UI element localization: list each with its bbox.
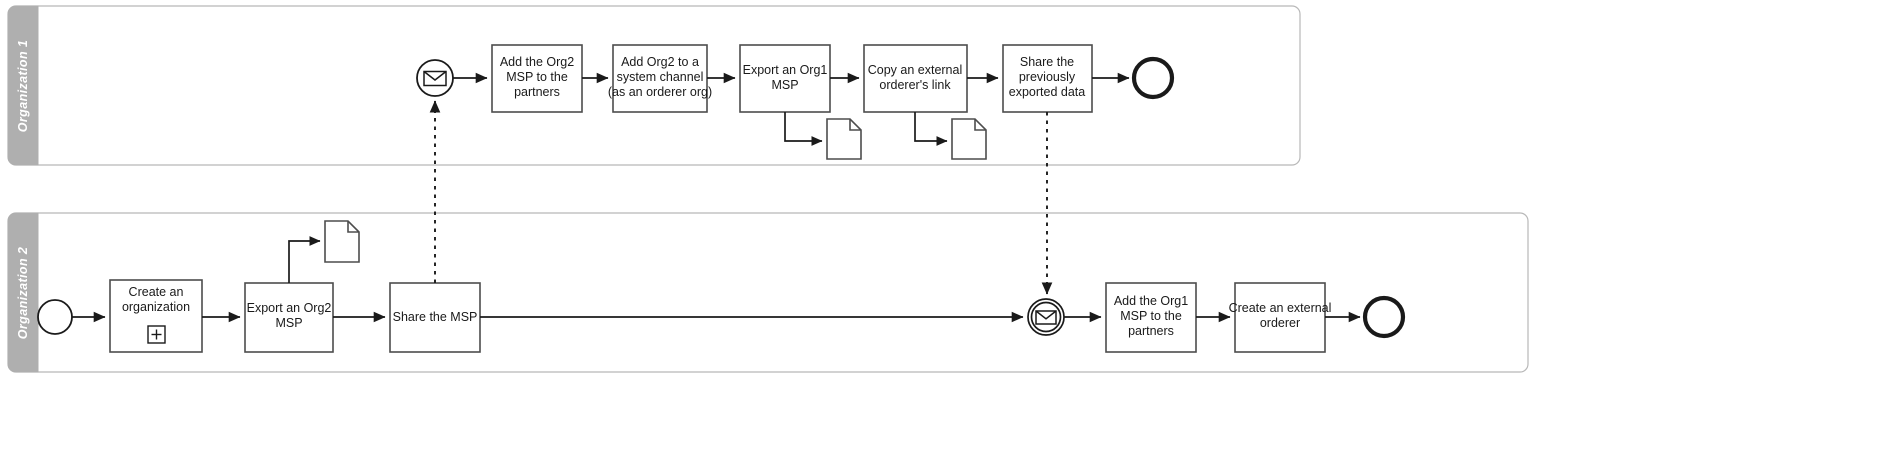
org2-end-event[interactable] (1362, 295, 1406, 339)
data-object-orderer-link[interactable] (951, 118, 987, 160)
pool-organization-2-label: Organization 2 (16, 247, 30, 339)
task-label-line: partners (1128, 324, 1174, 338)
task-label-line: exported data (1009, 85, 1085, 99)
data-object-org2-msp[interactable] (324, 220, 360, 263)
task-label-line: Share the MSP (393, 310, 478, 324)
task-label-line: Export an Org1 (743, 63, 828, 77)
envelope-flap-icon (423, 70, 447, 81)
task-add-org1-msp-to-partners[interactable]: Add the Org1 MSP to the partners (1105, 282, 1197, 353)
task-share-the-msp[interactable]: Share the MSP (389, 282, 481, 353)
envelope-flap-icon (1035, 310, 1057, 320)
task-label-line: MSP (771, 78, 798, 92)
data-association-t3-to-d1 (784, 112, 823, 146)
task-label-line: Add the Org2 (500, 55, 574, 69)
task-share-previously-exported-data-box (1002, 44, 1093, 113)
task-create-an-organization-box (109, 279, 203, 353)
task-label-line: system channel (617, 70, 704, 84)
task-label-line: Create an (129, 285, 184, 299)
task-label-line: MSP to the (1120, 309, 1182, 323)
task-export-org1-msp-box (739, 44, 831, 113)
task-label-line: MSP (275, 316, 302, 330)
org2-start-event[interactable] (37, 299, 73, 335)
end-event-circle (1131, 56, 1175, 100)
task-add-org2-msp-to-partners-box (491, 44, 583, 113)
org2-intermediate-message-catch-event[interactable] (1027, 298, 1065, 336)
task-label-line: MSP to the (506, 70, 568, 84)
task-export-org2-msp[interactable]: Export an Org2 MSP (244, 282, 334, 353)
data-object-org2-msp-shape (324, 220, 360, 263)
task-label-line: orderer (1260, 316, 1300, 330)
task-label-line: previously (1019, 70, 1076, 84)
data-association-t7-to-d3 (288, 236, 321, 283)
start-event-circle (37, 299, 73, 335)
end-event-circle (1362, 295, 1406, 339)
task-share-the-msp-box (389, 282, 481, 353)
task-label-line: Add Org2 to a (621, 55, 699, 69)
data-object-fold-icon (974, 119, 986, 131)
pool-organization-2-header (7, 212, 39, 373)
task-add-org2-to-system-channel[interactable]: Add Org2 to a system channel (as an orde… (608, 44, 712, 113)
task-label-line: Share the (1020, 55, 1074, 69)
task-add-org2-msp-to-partners[interactable]: Add the Org2 MSP to the partners (491, 44, 583, 113)
task-label-line: Create an external (1229, 301, 1332, 315)
task-add-org1-msp-to-partners-box (1105, 282, 1197, 353)
task-create-an-organization[interactable]: Create an organization (109, 279, 203, 353)
task-label-line: Export an Org2 (247, 301, 332, 315)
task-label-line: partners (514, 85, 560, 99)
data-object-fold-icon (849, 119, 861, 131)
data-object-org1-msp-shape (826, 118, 862, 160)
task-label-line: organization (122, 300, 190, 314)
data-object-fold-icon (347, 221, 359, 233)
task-export-org1-msp[interactable]: Export an Org1 MSP (739, 44, 831, 113)
sub-process-marker-icon (147, 325, 166, 344)
org1-message-start-event[interactable] (416, 59, 454, 97)
task-label-line: orderer's link (879, 78, 951, 92)
org1-end-event[interactable] (1131, 56, 1175, 100)
task-add-org2-to-system-channel-box (612, 44, 708, 113)
pool-organization-1-label: Organization 1 (16, 40, 30, 132)
task-label-line: Add the Org1 (1114, 294, 1188, 308)
task-export-org2-msp-box (244, 282, 334, 353)
data-object-org1-msp[interactable] (826, 118, 862, 160)
data-association-t4-to-d2 (914, 112, 948, 146)
task-copy-external-orderer-link[interactable]: Copy an external orderer's link (863, 44, 968, 113)
task-label-line: Copy an external (868, 63, 963, 77)
intermediate-event-inner-circle (1030, 301, 1062, 333)
task-create-an-external-orderer[interactable]: Create an external orderer (1229, 282, 1332, 353)
task-label-line: (as an orderer org) (608, 85, 712, 99)
task-copy-external-orderer-link-box (863, 44, 968, 113)
task-share-previously-exported-data[interactable]: Share the previously exported data (1002, 44, 1093, 113)
data-object-orderer-link-shape (951, 118, 987, 160)
pool-organization-1-header (7, 5, 39, 166)
